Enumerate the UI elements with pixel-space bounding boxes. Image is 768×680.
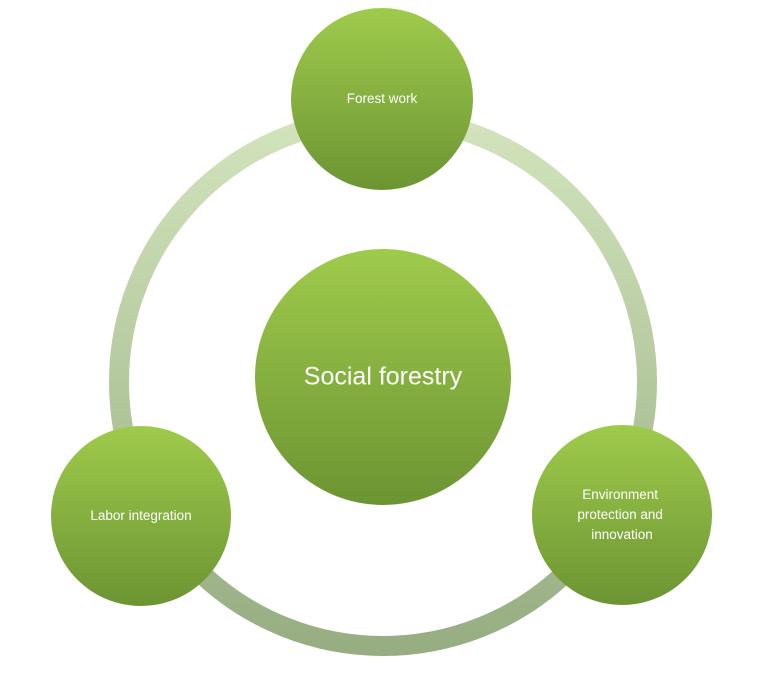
node-forest-work-line: Forest work xyxy=(347,91,418,106)
node-environment-protection-label: Environment protection and innovation xyxy=(577,487,666,542)
center-node-label: Social forestry xyxy=(304,363,463,391)
node-forest-work-circle xyxy=(291,8,473,190)
node-forest-work-label: Forest work xyxy=(347,91,418,106)
node-labor-integration-line: Labor integration xyxy=(90,508,191,523)
node-labor-integration-label: Labor integration xyxy=(90,508,191,523)
node-environment-protection: Environment protection and innovation xyxy=(532,425,712,605)
node-forest-work: Forest work xyxy=(291,8,473,190)
node-environment-protection-line-1: Environment xyxy=(582,487,658,502)
node-environment-protection-line-2: protection and xyxy=(577,507,663,522)
center-node: Social forestry xyxy=(255,249,511,505)
node-environment-protection-line-3: innovation xyxy=(591,527,653,542)
center-node-circle xyxy=(255,249,511,505)
node-labor-integration-circle xyxy=(51,426,231,606)
node-labor-integration: Labor integration xyxy=(51,426,231,606)
node-environment-protection-circle xyxy=(532,425,712,605)
